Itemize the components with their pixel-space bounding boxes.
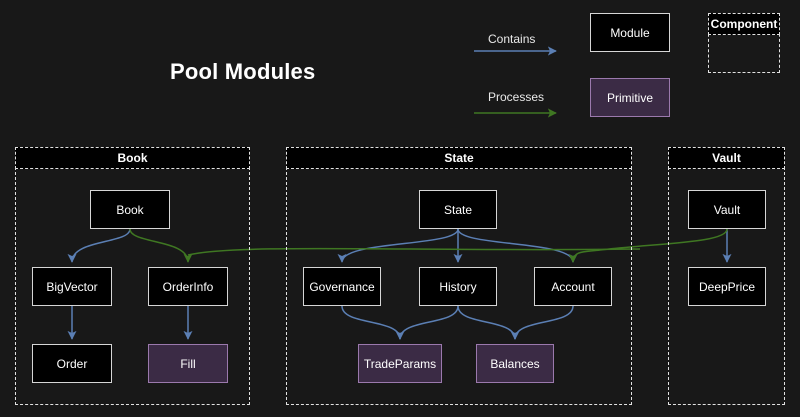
legend-processes-label: Processes	[488, 90, 545, 104]
node-label-book: Book	[116, 202, 144, 217]
node-label-state: State	[443, 202, 473, 217]
node-label-governance: Governance	[309, 279, 375, 294]
node-label-account: Account	[551, 279, 595, 294]
component-header-state: State	[286, 147, 632, 169]
node-orderinfo[interactable]: OrderInfo	[148, 267, 228, 306]
node-governance[interactable]: Governance	[303, 267, 381, 306]
node-label-vault: Vault	[713, 202, 741, 217]
node-deepprice[interactable]: DeepPrice	[688, 267, 766, 306]
node-bigvector[interactable]: BigVector	[32, 267, 112, 306]
legend-contains-label: Contains	[488, 32, 536, 46]
node-label-tradeparams: TradeParams	[363, 356, 437, 371]
node-label-order: Order	[56, 356, 88, 371]
node-label-deepprice: DeepPrice	[698, 279, 756, 294]
node-label-balances: Balances	[490, 356, 540, 371]
page-title: Pool Modules	[170, 59, 316, 84]
legend-component-label: Component	[710, 17, 778, 31]
component-title-book: Book	[117, 151, 148, 165]
legend-module-box: Module	[590, 13, 670, 52]
node-balances[interactable]: Balances	[476, 344, 554, 383]
node-label-orderinfo: OrderInfo	[162, 279, 214, 294]
node-vault[interactable]: Vault	[688, 190, 766, 229]
node-account[interactable]: Account	[534, 267, 612, 306]
node-label-bigvector: BigVector	[46, 279, 98, 294]
legend-primitive-box: Primitive	[590, 78, 670, 117]
legend-primitive-label: Primitive	[606, 90, 653, 105]
legend-contains-arrow	[474, 46, 557, 56]
node-label-fill: Fill	[180, 356, 196, 371]
component-title-vault: Vault	[712, 151, 741, 165]
node-fill[interactable]: Fill	[148, 344, 228, 383]
node-order[interactable]: Order	[32, 344, 112, 383]
legend-processes-arrow	[474, 108, 557, 118]
node-history[interactable]: History	[419, 267, 497, 306]
component-title-state: State	[444, 151, 474, 165]
legend-module-label: Module	[610, 25, 650, 40]
component-header-vault: Vault	[668, 147, 785, 169]
node-state[interactable]: State	[419, 190, 497, 229]
node-tradeparams[interactable]: TradeParams	[358, 344, 442, 383]
legend-component-header: Component	[708, 13, 780, 35]
component-header-book: Book	[15, 147, 250, 169]
node-book[interactable]: Book	[90, 190, 170, 229]
node-label-history: History	[439, 279, 477, 294]
